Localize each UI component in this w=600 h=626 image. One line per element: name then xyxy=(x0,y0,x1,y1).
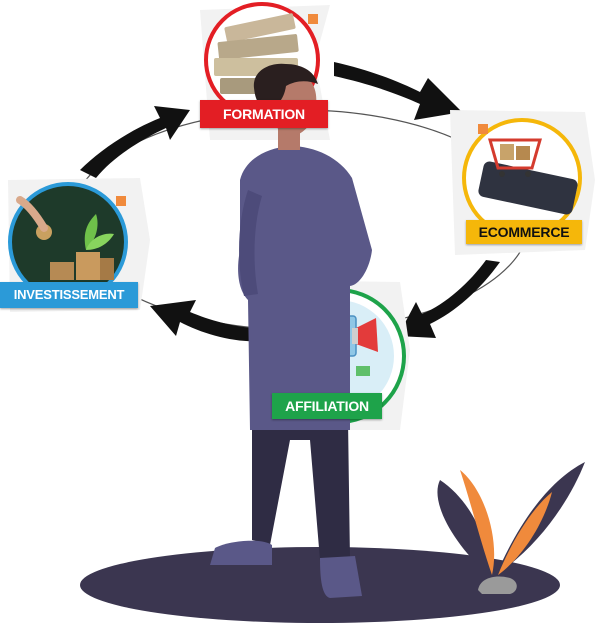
person-arm xyxy=(239,190,262,296)
person-shirt xyxy=(238,146,372,430)
arrow-formation-to-ecommerce xyxy=(334,62,462,120)
formation-label: FORMATION xyxy=(200,100,328,128)
right-shoe xyxy=(320,556,362,598)
coins-plant-icon xyxy=(16,196,114,280)
ecommerce-label: ECOMMERCE xyxy=(466,220,582,244)
formation-module xyxy=(204,2,320,118)
shopping-cart-phone-icon xyxy=(478,138,578,215)
person-hair xyxy=(253,63,318,110)
ecommerce-module xyxy=(462,118,582,238)
plant-decoration xyxy=(437,462,585,594)
arrow-ecommerce-to-affiliation xyxy=(398,260,500,338)
investissement-label: INVESTISSEMENT xyxy=(0,282,138,308)
person-figure xyxy=(210,63,372,598)
left-shoe xyxy=(210,540,272,565)
person-legs xyxy=(252,420,350,560)
affiliation-label: AFFILIATION xyxy=(272,393,382,419)
cycle-arrows xyxy=(80,62,500,342)
ground-shadow xyxy=(80,547,560,623)
arrow-affiliation-to-investissement xyxy=(150,300,272,342)
investissement-module xyxy=(8,182,128,302)
arrow-investissement-to-formation xyxy=(80,106,190,178)
